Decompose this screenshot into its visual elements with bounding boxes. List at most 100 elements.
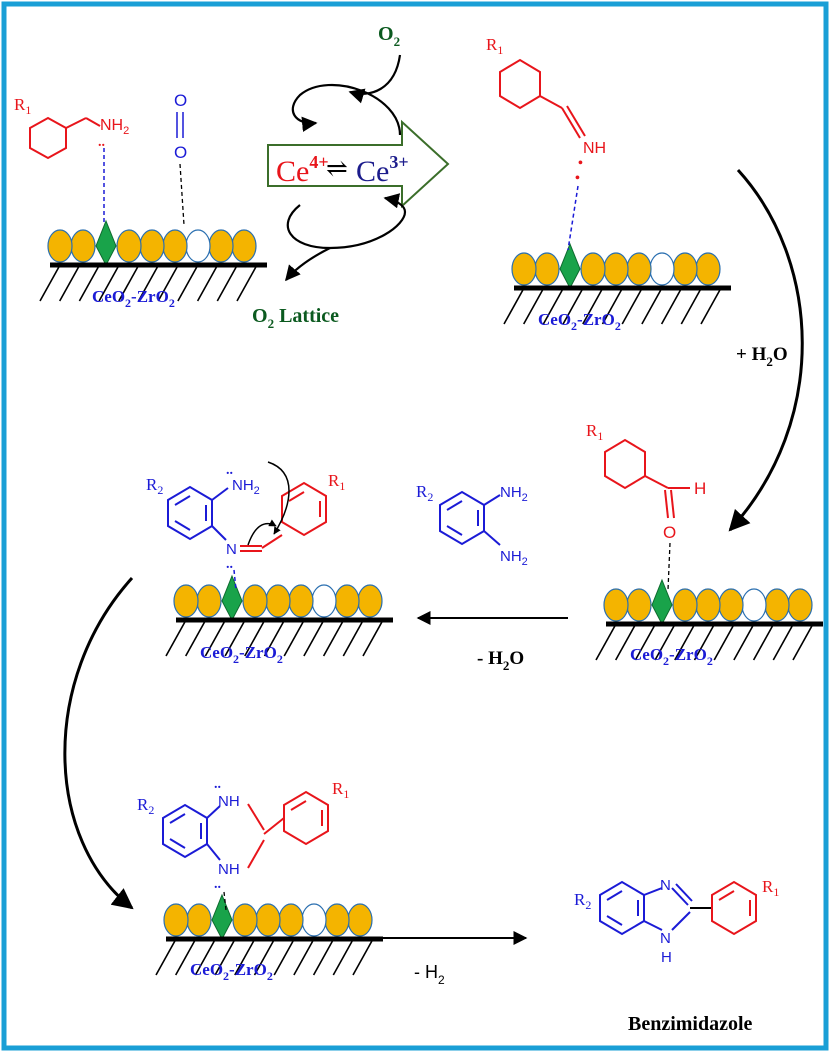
hatch-line: [700, 287, 722, 325]
hatch-line: [693, 623, 716, 661]
active-site-diamond: [651, 578, 673, 626]
nh2-top-opd: NH2: [500, 484, 528, 504]
ceria-sphere: [116, 229, 142, 263]
ceria-sphere: [603, 588, 629, 622]
catalyst-surface-2: CeO2-ZrO2: [503, 242, 731, 333]
hatch-line: [234, 938, 256, 976]
benzene-ring-4b: [281, 481, 327, 537]
hatch-line: [224, 619, 246, 657]
nh-n-label-product: N: [660, 930, 671, 947]
ceria-sphere: [163, 903, 189, 937]
plus-water-label: + H2O: [736, 344, 788, 369]
hatch-line: [733, 623, 755, 661]
o2-gas-label: O2: [378, 23, 400, 49]
hatch-line: [362, 619, 384, 657]
hatch-line: [214, 938, 236, 976]
r1-label-5: R1: [332, 779, 349, 801]
hatch-line: [792, 623, 814, 661]
hatch-line: [155, 938, 177, 976]
oxygen-vacancy: [649, 252, 675, 286]
r2-label-opd: R2: [416, 482, 433, 504]
o-atom-bottom: O: [174, 143, 187, 162]
ceria-sphere: [47, 229, 73, 263]
support-label-2: CeO2-ZrO2: [538, 310, 621, 333]
oxygen-vacancy: [185, 229, 211, 263]
benzene-ring-1: [29, 116, 67, 160]
hatch-line: [39, 264, 61, 302]
benzene-ring-2: [499, 58, 541, 110]
ceria-sphere: [278, 903, 304, 937]
catalyst-surface-4: CeO2-ZrO2: [165, 574, 393, 666]
hatch-line: [342, 619, 364, 657]
nh-label-2: NH: [583, 140, 606, 157]
benzene-ring-3: [604, 438, 646, 490]
ceria-sphere: [580, 252, 606, 286]
ceria-sphere: [695, 588, 721, 622]
hatch-line: [244, 619, 266, 657]
lone-pair-1: ..: [98, 135, 105, 150]
hatch-line: [165, 619, 187, 657]
ceria-sphere: [265, 584, 291, 618]
hatch-line: [118, 264, 140, 302]
support-label-4: CeO2-ZrO2: [200, 643, 283, 666]
nh-h-label-product: H: [661, 949, 672, 966]
hatch-line: [283, 619, 305, 657]
aminal-adsorbed: R2 NH .. NH .. R1: [137, 777, 349, 911]
oxygen-adsorbed: O O: [174, 91, 187, 226]
hatch-line: [194, 938, 217, 976]
r1-label-1: R1: [14, 95, 31, 117]
ceria-sphere: [255, 903, 281, 937]
ceria-sphere: [672, 588, 698, 622]
hatch-line: [177, 264, 199, 302]
hatch-line: [621, 287, 643, 325]
hatch-line: [674, 623, 696, 661]
minus-h2-label: - H2: [414, 962, 445, 987]
ceria-sphere: [626, 252, 652, 286]
benzene-ring-5b: [283, 790, 329, 846]
ceria-sphere: [672, 252, 698, 286]
hatch-line: [503, 287, 525, 325]
dot-1: •: [578, 156, 583, 171]
ceria-sphere: [534, 252, 560, 286]
arrow-cyclization: [63, 576, 134, 910]
hatch-line: [236, 264, 258, 302]
dot-2: •: [575, 171, 580, 186]
ceria-sphere: [764, 588, 790, 622]
hatch-line: [263, 619, 286, 657]
support-label-5: CeO2-ZrO2: [190, 960, 273, 983]
product-name: Benzimidazole: [628, 1013, 753, 1035]
ceria-sphere: [162, 229, 188, 263]
ceria-sphere: [324, 903, 350, 937]
h-label-3: H: [694, 479, 706, 498]
ceria-sphere: [347, 903, 373, 937]
hatch-line: [615, 623, 637, 661]
minus-water-label: - H2O: [477, 648, 524, 673]
benzene-ring-product-b: [711, 880, 757, 936]
r2-label-5: R2: [137, 795, 154, 817]
nh-top-5: NH: [218, 793, 240, 810]
n-label-4: N: [226, 541, 237, 558]
lone-pair-4a: ..: [226, 463, 233, 478]
hatch-line: [312, 938, 335, 976]
nh2-bottom-opd: NH2: [500, 548, 528, 568]
hatch-line: [680, 287, 702, 325]
hatch-line: [562, 287, 584, 325]
hatch-line: [542, 287, 565, 325]
ceria-sphere: [196, 584, 222, 618]
benzylamine-adsorbed: R1 NH2 ..: [14, 95, 129, 225]
ceria-sphere: [357, 584, 383, 618]
ceria-sphere: [787, 588, 813, 622]
ceria-sphere: [186, 903, 212, 937]
active-site-diamond: [221, 574, 243, 622]
ceria-sphere: [242, 584, 268, 618]
hatch-line: [98, 264, 120, 302]
hatch-line: [303, 619, 325, 657]
hatch-line: [772, 623, 794, 661]
o-atom-top: O: [174, 91, 187, 110]
ceria-sphere: [232, 903, 258, 937]
active-site-diamond: [559, 242, 581, 290]
benzimidazole-product: R2 N N H R1 Benzimidazole: [574, 877, 779, 1035]
ce3-label: Ce3+: [356, 152, 409, 188]
